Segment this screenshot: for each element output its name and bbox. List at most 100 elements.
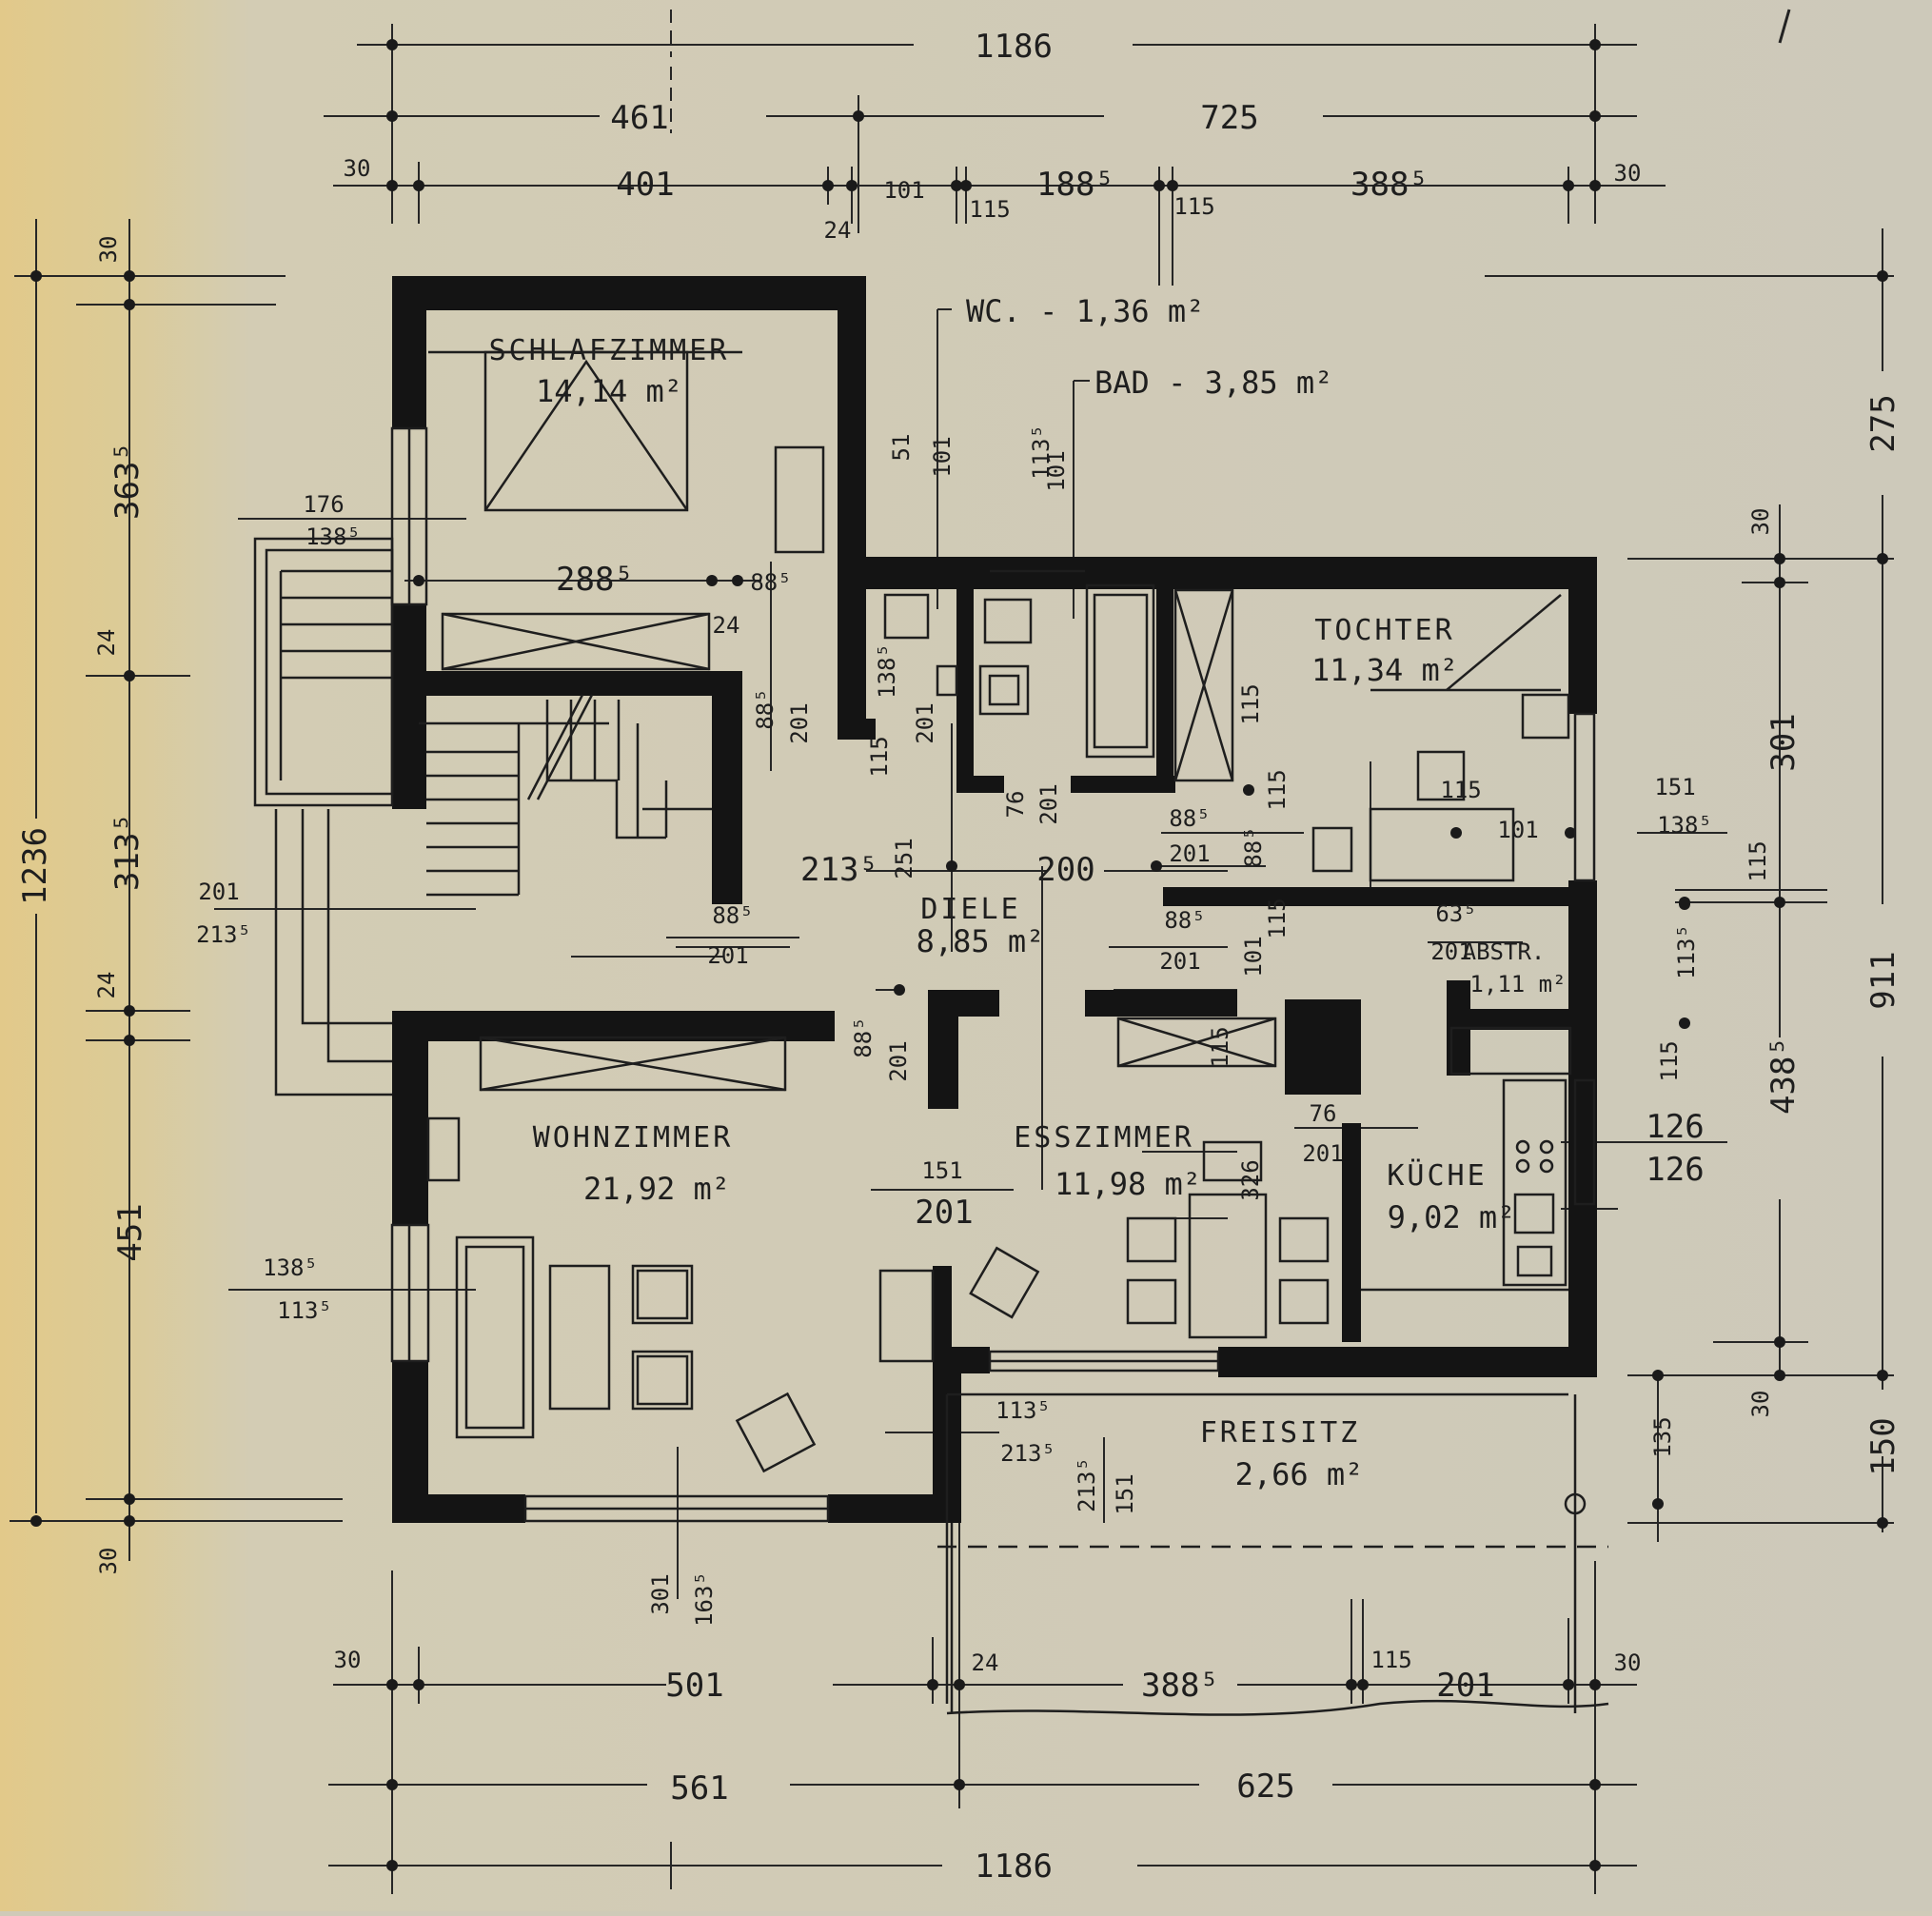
dim-freisitz-door-top: 113⁵: [996, 1397, 1051, 1424]
dim-stair-window-top: 201: [198, 879, 239, 905]
room-name-freisitz: FREISITZ: [1200, 1416, 1361, 1450]
dim-right-275: 275: [1864, 394, 1902, 452]
left-dimensions: 1236 30 363⁵ 24 313⁵ 24 451 30: [16, 236, 149, 1575]
dim-top-30b: 30: [1614, 160, 1642, 187]
dim-diele-w2: 200: [1036, 851, 1094, 889]
top-dimensions: 1186 461 725 30 401 24 101 115 188⁵ 115 …: [344, 28, 1642, 244]
dim-top-461: 461: [610, 99, 668, 137]
dim-bad-115: 115: [1237, 683, 1264, 724]
dim-top-115a: 115: [969, 196, 1010, 223]
dim-top-115b: 115: [1173, 193, 1214, 220]
dim-tochter-inner-top: 115: [1440, 777, 1481, 803]
dim-left-451: 451: [111, 1203, 149, 1261]
dim-left-363: 363⁵: [108, 442, 147, 520]
dim-kuche-v: 115: [1656, 1040, 1683, 1081]
dim-bottom-625: 625: [1236, 1768, 1294, 1806]
dim-ess-door-v-top: 101: [1240, 936, 1267, 977]
dim-ess-door-top: 88⁵: [1164, 907, 1205, 934]
dim-stair-door-bottom: 201: [786, 702, 813, 743]
room-labels: SCHLAFZIMMER 14,14 m² TOCHTER 11,34 m² D…: [489, 293, 1567, 1492]
dim-diele-wall-bottom: 201: [885, 1040, 912, 1081]
dim-bad-h-top: 113⁵: [1028, 425, 1055, 480]
dim-ess-win2: 326: [1237, 1159, 1264, 1200]
dim-ess-door2-bottom: 201: [1302, 1140, 1343, 1167]
dimension-ticks: [30, 39, 1888, 1871]
dim-top-24: 24: [824, 217, 852, 244]
dim-bad-h-bottom: 101: [1043, 450, 1070, 491]
dim-abstr-door-top: 63⁵: [1435, 900, 1476, 927]
room-name-kueche: KÜCHE: [1387, 1158, 1487, 1193]
dim-left-24b: 24: [93, 972, 120, 999]
dim-right-115: 115: [1745, 840, 1771, 881]
dim-bad-door-bottom: 201: [1035, 783, 1062, 824]
dim-top-188: 188⁵: [1036, 166, 1114, 204]
dim-top-total: 1186: [975, 28, 1053, 66]
dim-bed-width: 288⁵: [556, 561, 634, 599]
dim-left-30b: 30: [95, 1548, 122, 1575]
dim-wc-h-bottom: 101: [929, 436, 956, 477]
room-area-esszimmer: 11,98 m²: [1055, 1166, 1201, 1202]
dim-bottom-115: 115: [1370, 1647, 1411, 1673]
room-area-tochter: 11,34 m²: [1311, 652, 1458, 688]
dim-ess-door-bottom: 201: [1159, 948, 1200, 975]
dim-tochter-door-bottom: 201: [1169, 840, 1210, 867]
dim-right-135: 135: [1649, 1416, 1676, 1457]
dim-diele-w: 213⁵: [800, 851, 878, 889]
dim-right-150: 150: [1864, 1417, 1902, 1475]
dim-stair-window-bottom: 213⁵: [196, 921, 251, 948]
dim-left-30a: 30: [95, 236, 122, 264]
dim-bottom-total: 1186: [975, 1847, 1053, 1886]
dim-top-101: 101: [883, 177, 924, 204]
room-area-diele: 8,85 m²: [917, 923, 1045, 959]
dim-living-window-bottom: 113⁵: [277, 1297, 332, 1324]
dim-left-total: 1236: [16, 827, 54, 905]
room-area-freisitz: 2,66 m²: [1235, 1456, 1364, 1492]
dim-bottom-24: 24: [972, 1649, 999, 1676]
pen-stroke: [1778, 9, 1791, 44]
dim-freisitz-door-bottom: 213⁵: [1000, 1440, 1055, 1467]
dim-wc-h-top: 51: [888, 434, 915, 462]
dim-bed-window-top: 176: [303, 491, 344, 518]
room-area-abstellraum: 1,11 m²: [1469, 971, 1566, 998]
dim-left-24a: 24: [93, 629, 120, 657]
dim-bad-door-top: 76: [1002, 791, 1029, 819]
room-name-abstellraum: ABSTR.: [1463, 938, 1546, 965]
dim-bottom-388: 388⁵: [1141, 1667, 1219, 1705]
fixtures: [253, 350, 1609, 1716]
dim-tochter-door-top: 88⁵: [1169, 805, 1210, 832]
dim-right-30b: 30: [1747, 1391, 1774, 1418]
dim-left-313: 313⁵: [108, 813, 147, 891]
dim-ess-counter-v: 115: [1207, 1026, 1233, 1067]
room-area-schlafzimmer: 14,14 m²: [536, 373, 682, 409]
interior-dimensions: 176 138⁵ 288⁵ 88⁵ 24 201 213⁵ 138⁵ 113⁵ …: [196, 425, 1712, 1627]
dim-wc-door-top: 138⁵: [874, 643, 900, 699]
room-name-diele: DIELE: [920, 893, 1020, 926]
dim-tochter-door-v: 88⁵: [1240, 826, 1267, 867]
room-name-schlafzimmer: SCHLAFZIMMER: [489, 334, 730, 367]
room-name-wohnzimmer: WOHNZIMMER: [533, 1121, 734, 1155]
dim-abstr-door-bottom: 201: [1430, 938, 1471, 965]
dim-living-window-top: 138⁵: [263, 1254, 318, 1281]
dim-tochter-inner-bottom: 101: [1497, 817, 1538, 843]
right-dimensions: 275 30 301 115 438⁵ 911 30 150 135: [1649, 394, 1902, 1475]
dim-wc-door2: 115: [866, 736, 893, 777]
room-area-kueche: 9,02 m²: [1388, 1199, 1516, 1235]
dim-diele-h: 251: [891, 838, 917, 879]
walls: [392, 276, 1597, 1523]
dim-bottom-501: 501: [665, 1667, 723, 1705]
dim-ess-win-top: 151: [921, 1157, 962, 1184]
dim-top-30a: 30: [344, 155, 371, 182]
dim-kuche-win-bottom: 126: [1646, 1151, 1704, 1189]
dim-bottom-201: 201: [1436, 1667, 1494, 1705]
dim-freisitz-v-top: 213⁵: [1074, 1457, 1100, 1512]
room-name-esszimmer: ESSZIMMER: [1014, 1121, 1194, 1155]
dim-ess-win-bottom: 201: [915, 1194, 973, 1232]
dim-top-725: 725: [1200, 99, 1258, 137]
room-name-tochter: TOCHTER: [1314, 614, 1454, 647]
label-wc: WC. - 1,36 m²: [966, 293, 1204, 329]
dim-bed-door: 88⁵: [750, 569, 791, 596]
dim-kuche-door-bottom: 201: [707, 942, 748, 969]
dim-right-438: 438⁵: [1764, 1037, 1803, 1115]
